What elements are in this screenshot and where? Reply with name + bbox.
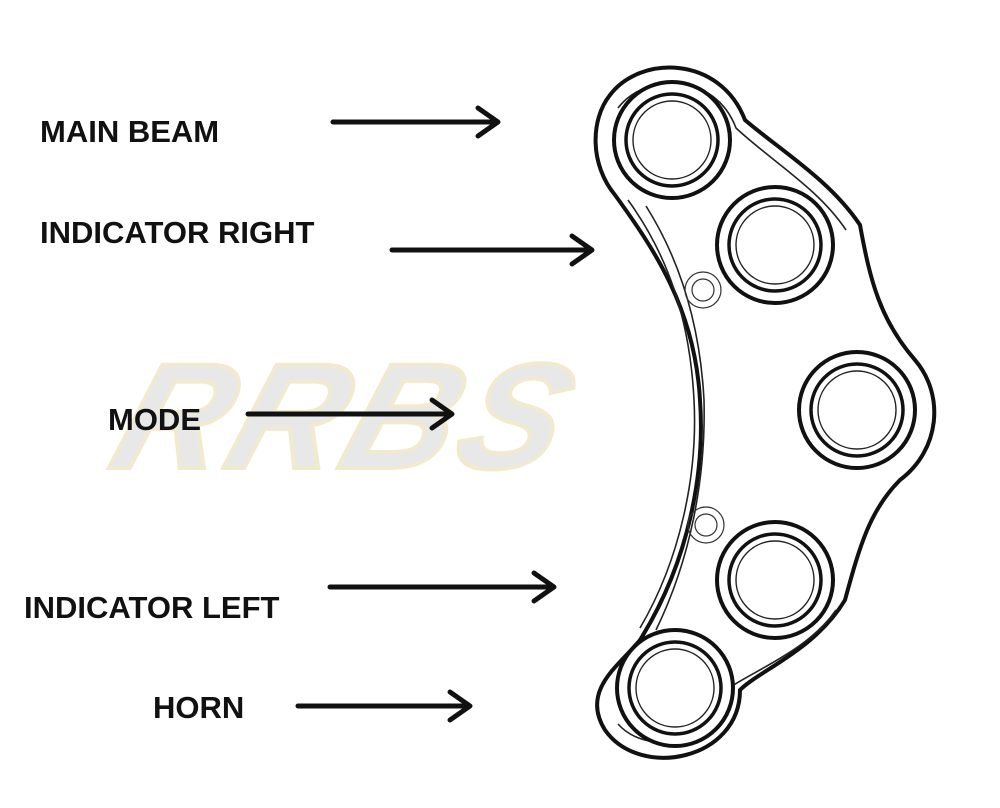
screw-recess: [684, 271, 722, 309]
plate-inner-edge: [627, 199, 696, 629]
label-mode: MODE: [108, 402, 201, 437]
switch-plate: [593, 65, 937, 760]
arrow-horn: [295, 689, 473, 723]
arrow-indicator-left: [327, 570, 557, 604]
screw-recess: [687, 506, 725, 544]
indicator-left-button: [715, 520, 835, 640]
arrow-main-beam: [330, 105, 501, 139]
indicator-right-button: [715, 185, 835, 305]
screw-recess: [691, 278, 715, 302]
label-indicator-right: INDICATOR RIGHT: [40, 215, 314, 250]
arrow-indicator-right: [389, 233, 595, 267]
arrow-mode: [245, 397, 455, 431]
main-beam-button: [612, 80, 732, 200]
horn-button: [615, 628, 735, 748]
mode-button: [797, 350, 917, 470]
label-horn: HORN: [153, 690, 244, 725]
label-main-beam: MAIN BEAM: [40, 114, 219, 149]
plate-outline: [593, 65, 937, 760]
screw-recess: [694, 513, 718, 537]
label-indicator-left: INDICATOR LEFT: [24, 590, 280, 625]
plate-inner-edge: [645, 205, 705, 631]
